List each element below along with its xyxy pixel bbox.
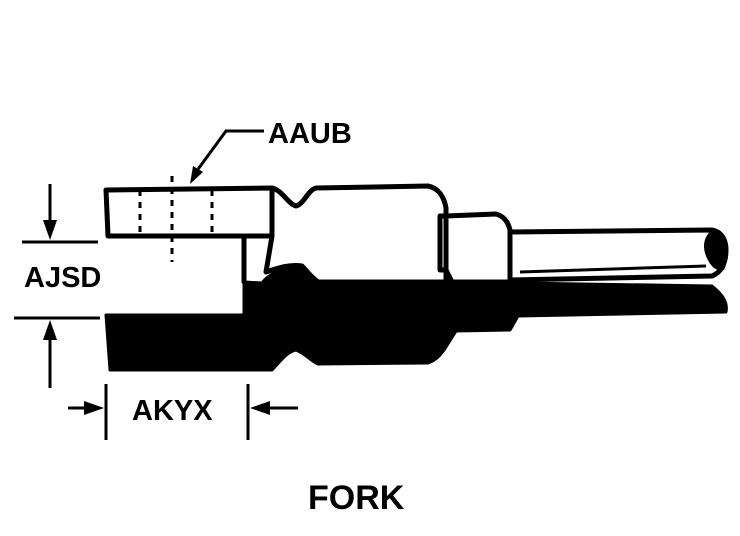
akyx-label: AKYX [132,395,213,427]
barrel-neck [263,183,449,285]
ajsd-arrowhead-bottom [43,320,57,340]
fork-upper-tine [103,185,275,285]
akyx-arrowhead-left [84,401,104,415]
aaub-arrowhead [190,166,203,184]
ajsd-arrowhead-top [43,220,57,240]
diagram-title: FORK [308,479,405,517]
wire-highlight-line [519,264,707,274]
ajsd-dimension [14,184,100,388]
ajsd-label: AJSD [24,262,102,294]
stud-hole-hidden-lines [138,176,214,262]
insulation-sleeve [443,211,513,285]
wire-end-shading [704,230,727,271]
aaub-label: AAUB [268,118,352,150]
akyx-arrowhead-right [250,401,270,415]
aaub-leader [194,129,264,173]
